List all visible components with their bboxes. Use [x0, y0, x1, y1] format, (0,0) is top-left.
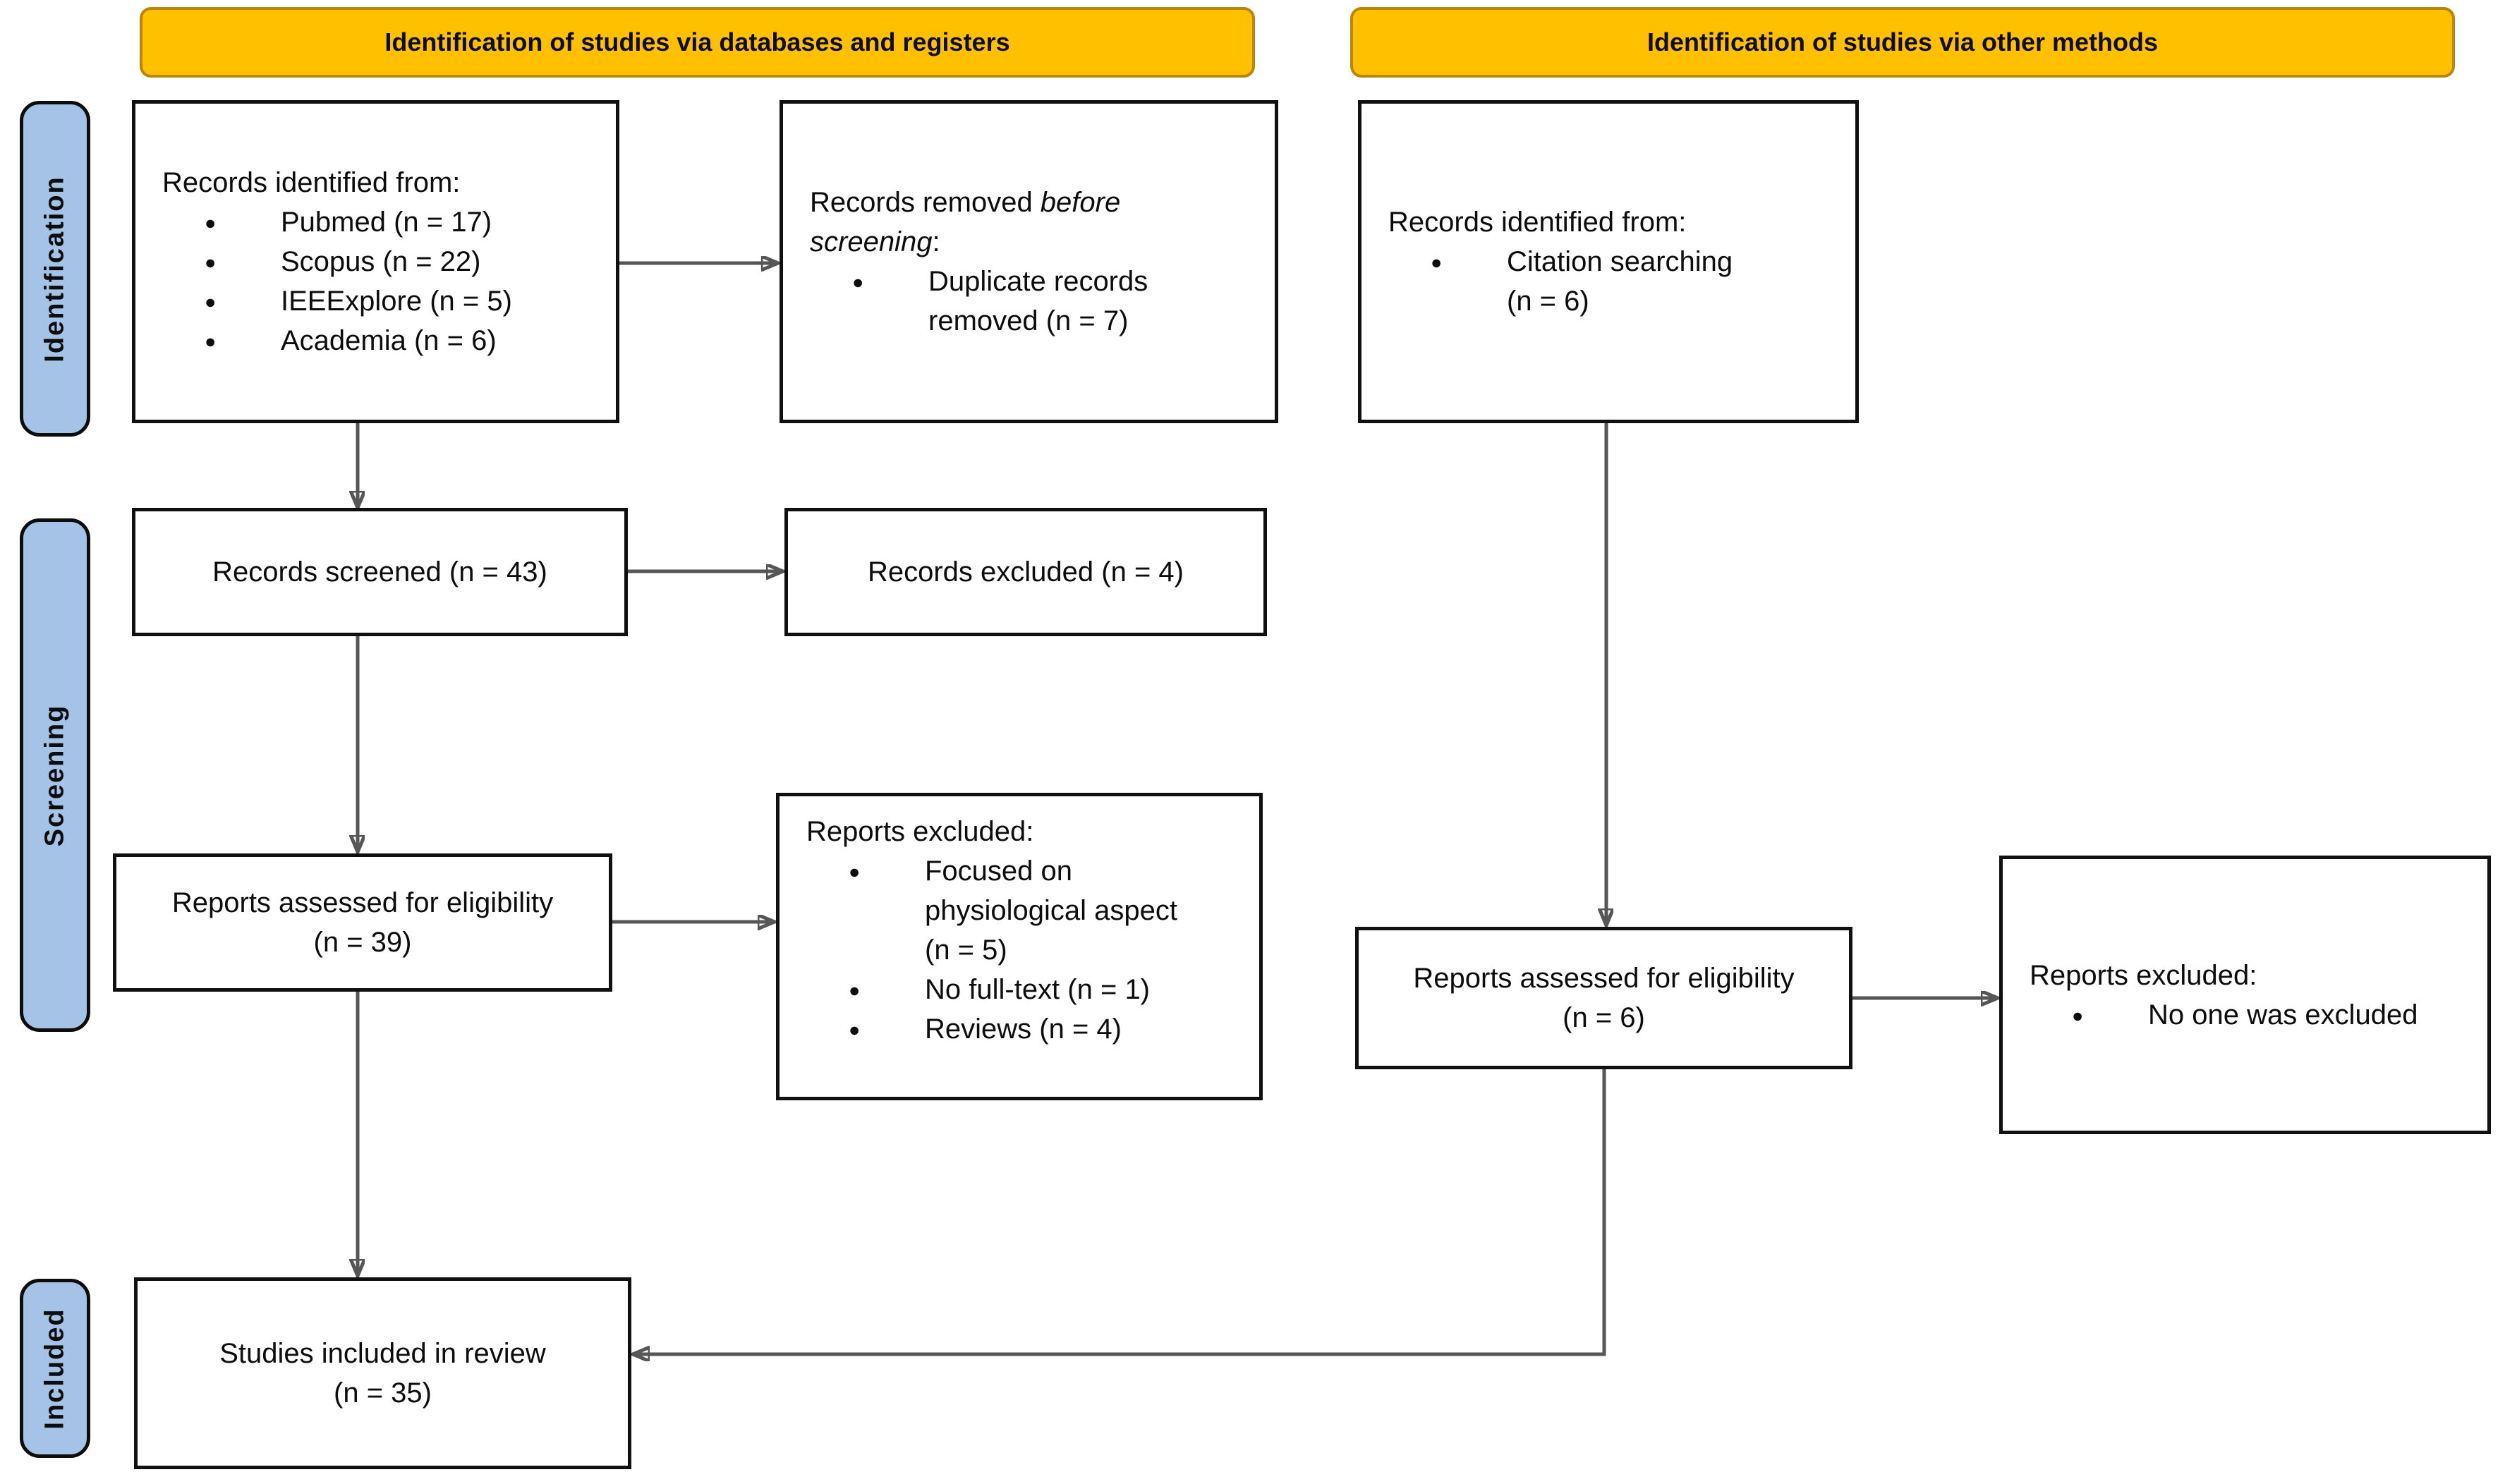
banner-databases-label: Identification of studies via databases …: [384, 28, 1010, 56]
records-excluded-label: Records excluded (n = 4): [867, 556, 1184, 588]
stage-identification-label: Identification: [40, 175, 70, 363]
list-item: No one was excluded: [2030, 995, 2468, 1035]
studies-included-line2: (n = 35): [334, 1377, 432, 1409]
records-identified-db-title: Records identified from:: [162, 167, 461, 198]
list-item: Duplicate records removed (n = 7): [810, 262, 1255, 341]
box-reports-excluded-other: Reports excluded: No one was excluded: [1999, 856, 2491, 1134]
studies-included-line1: Studies included in review: [219, 1338, 546, 1369]
records-removed-title-suffix: :: [932, 226, 940, 257]
records-removed-list: Duplicate records removed (n = 7): [810, 262, 1255, 341]
box-reports-assessed-databases: Reports assessed for eligibility (n = 39…: [113, 853, 612, 992]
records-removed-title-italic: before screening: [810, 187, 1121, 257]
reports-excluded-other-list: No one was excluded: [2030, 995, 2468, 1035]
banner-other-label: Identification of studies via other meth…: [1646, 28, 2159, 56]
stage-included: Included: [20, 1279, 90, 1458]
box-reports-assessed-other: Reports assessed for eligibility (n = 6): [1355, 927, 1852, 1069]
box-studies-included: Studies included in review (n = 35): [134, 1277, 631, 1469]
list-item: Reviews (n = 4): [806, 1009, 1239, 1050]
reports-excluded-db-list: Focused on physiological aspect (n = 5) …: [806, 851, 1239, 1050]
reports-assessed-other-line1: Reports assessed for eligibility: [1413, 963, 1795, 994]
stage-screening: Screening: [20, 518, 90, 1032]
records-removed-title: Records removed before screening:: [810, 183, 1255, 262]
box-records-removed: Records removed before screening: Duplic…: [780, 100, 1278, 423]
list-item: Citation searching (n = 6): [1388, 242, 1836, 321]
box-records-identified-other: Records identified from: Citation search…: [1358, 100, 1859, 423]
stage-included-label: Included: [40, 1307, 70, 1430]
reports-assessed-db-line1: Reports assessed for eligibility: [171, 887, 554, 918]
banner-other-methods: Identification of studies via other meth…: [1350, 7, 2455, 78]
list-item: Pubmed (n = 17): [162, 202, 596, 243]
records-identified-other-title: Records identified from:: [1388, 207, 1687, 238]
reports-assessed-other-line2: (n = 6): [1563, 1002, 1645, 1033]
arrow-assessed-other-to-included: [634, 1069, 1606, 1354]
box-records-screened: Records screened (n = 43): [132, 508, 628, 636]
box-reports-excluded-databases: Reports excluded: Focused on physiologic…: [776, 793, 1263, 1100]
list-item: No full-text (n = 1): [806, 970, 1239, 1010]
stage-identification: Identification: [20, 101, 90, 437]
reports-excluded-other-title: Reports excluded:: [2030, 959, 2257, 991]
list-item: Academia (n = 6): [162, 321, 596, 361]
list-item: Focused on physiological aspect (n = 5): [806, 851, 1239, 970]
banner-databases-registers: Identification of studies via databases …: [140, 7, 1255, 78]
records-identified-other-list: Citation searching (n = 6): [1388, 242, 1836, 321]
list-item: IEEExplore (n = 5): [162, 281, 596, 322]
records-removed-title-prefix: Records removed: [810, 187, 1041, 218]
list-item: Scopus (n = 22): [162, 242, 596, 282]
reports-excluded-db-title: Reports excluded:: [806, 816, 1034, 847]
records-screened-label: Records screened (n = 43): [212, 556, 547, 588]
reports-assessed-db-line2: (n = 39): [313, 927, 412, 958]
box-records-identified-databases: Records identified from: Pubmed (n = 17)…: [132, 100, 619, 423]
records-identified-db-list: Pubmed (n = 17) Scopus (n = 22) IEEExplo…: [162, 202, 596, 361]
stage-screening-label: Screening: [40, 704, 70, 846]
box-records-excluded: Records excluded (n = 4): [784, 508, 1267, 636]
